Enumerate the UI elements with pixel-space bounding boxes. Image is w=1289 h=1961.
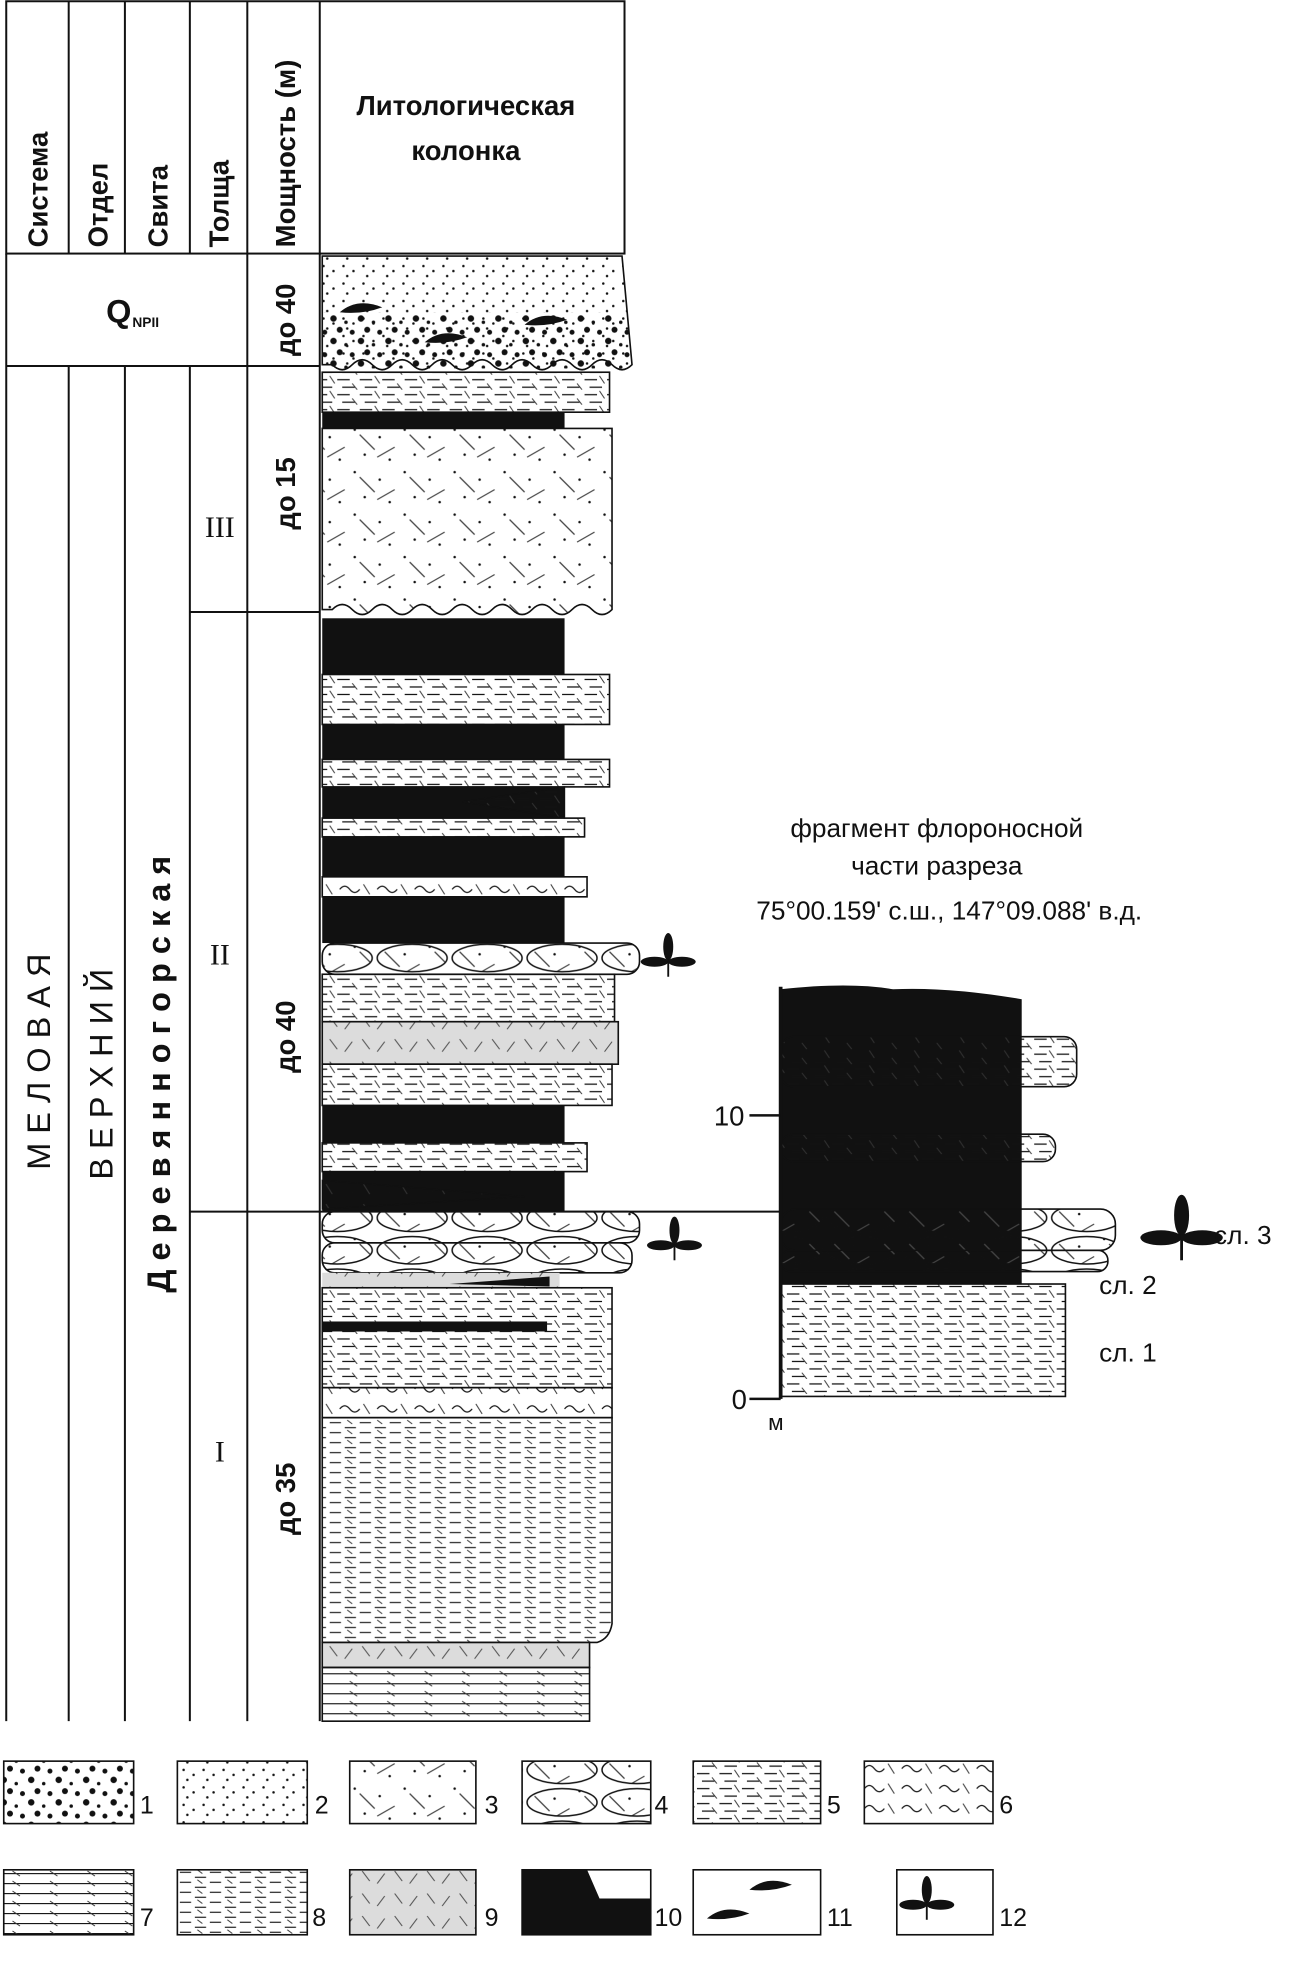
fragment-title-line2: части разреза [851,850,1023,880]
layer-label-2: сл. 2 [1099,1270,1157,1300]
member-II: II [210,938,230,971]
header-system: Система [22,131,53,247]
thickness-III: до 15 [270,457,301,529]
legend [2,1760,994,1936]
thickness-II: до 40 [270,1001,301,1073]
formation-label: Д е р е в я н н о г о р с к а я [141,856,177,1293]
legend-label-5: 5 [827,1792,841,1820]
header-column-line1: Литологическая [357,90,576,121]
legend-label-7: 7 [140,1904,154,1932]
header-formation: Свита [142,164,173,247]
legend-label-8: 8 [312,1904,326,1932]
legend-label-10: 10 [654,1904,682,1932]
quaternary-subscript: NPII [132,315,159,330]
header-member: Толща [204,159,235,247]
fragment-coordinates: 75°00.159' с.ш., 147°09.088' в.д. [756,895,1142,925]
quaternary-index: Q [106,293,131,329]
legend-label-3: 3 [485,1792,499,1820]
header-series: Отдел [82,163,113,248]
system-label: М Е Л О В А Я [21,954,57,1170]
legend-label-6: 6 [999,1792,1013,1820]
legend-label-2: 2 [315,1792,329,1820]
scale-unit: м [768,1410,783,1435]
legend-label-1: 1 [140,1792,154,1820]
series-label: В Е Р Х Н И Й [82,969,119,1180]
fragment-title-line1: фрагмент флороносной [790,813,1083,843]
legend-label-12: 12 [999,1904,1027,1932]
legend-label-11: 11 [827,1904,853,1932]
lithology-column [321,255,703,1722]
layer-label-3: сл. 3 [1214,1220,1272,1250]
header-thickness: Мощность (м) [270,60,301,248]
scale-tick-0: 0 [732,1384,747,1415]
member-I: I [215,1435,225,1468]
thickness-I: до 35 [270,1463,301,1535]
layer-label-1: сл. 1 [1099,1337,1157,1367]
fragment-column [749,985,1225,1401]
header-column-line2: колонка [411,135,521,166]
quaternary-thickness: до 40 [270,284,301,356]
scale-tick-10: 10 [714,1100,745,1131]
legend-label-9: 9 [485,1904,499,1932]
member-III: III [205,511,235,544]
legend-label-4: 4 [654,1792,668,1820]
